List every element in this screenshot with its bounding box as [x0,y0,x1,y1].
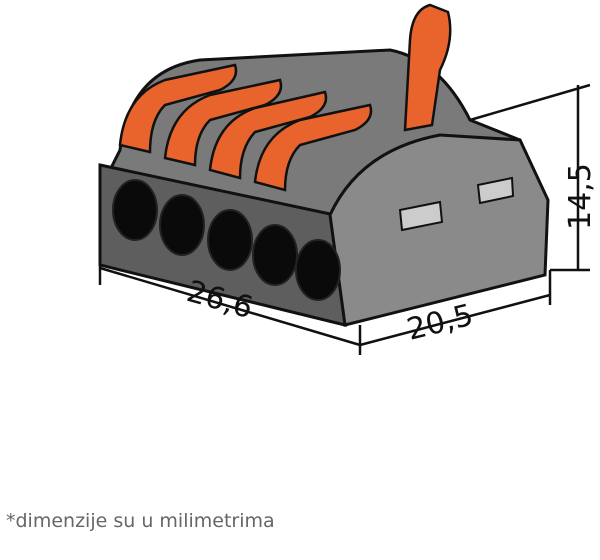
lever-4[interactable] [253,103,373,192]
wire-hole-1 [112,179,158,241]
wire-hole-4 [252,224,298,286]
lever-2[interactable] [163,78,283,167]
lever-1[interactable] [118,63,238,154]
clamp-levers [118,3,452,192]
wire-entry-holes [112,179,341,301]
width-dimension-line [359,293,551,347]
dimension-lines [98,83,591,355]
units-footnote: *dimenzije su u milimetrima [6,510,275,532]
side-slot-right [476,176,515,205]
connector-diagram: 26,6 20,5 14,5 [98,3,598,355]
lever-3[interactable] [208,90,328,180]
wire-hole-3 [207,209,253,271]
lever-5-open[interactable] [403,3,452,132]
wire-hole-2 [159,194,205,256]
wire-hole-5 [295,239,341,301]
side-slot-left [398,200,444,232]
height-dimension-label: 14,5 [563,163,598,230]
length-dimension-line [99,266,361,347]
